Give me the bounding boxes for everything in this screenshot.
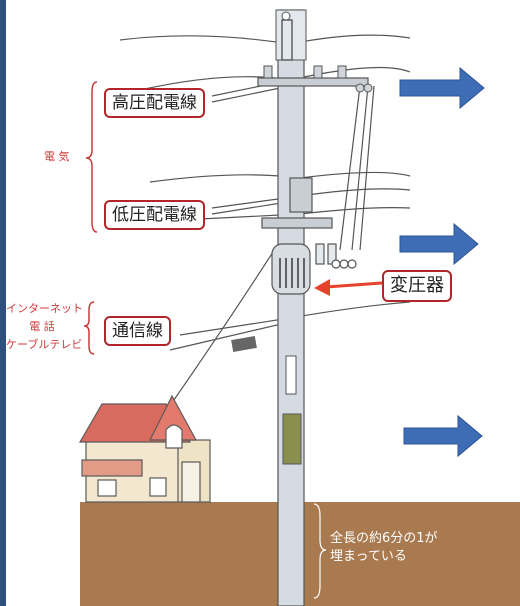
pole-plate	[285, 355, 297, 395]
transformer-pointer-head	[314, 279, 330, 296]
crossarm-high	[257, 77, 369, 87]
pole	[277, 9, 305, 606]
ground-note-line-2: 埋まっている	[330, 549, 407, 564]
left-border	[0, 0, 6, 606]
label-communication-line: 通信線	[104, 316, 171, 346]
pole-grip-band	[282, 413, 302, 465]
transformer-pointer-line	[325, 281, 383, 289]
pole-top-knob	[281, 11, 291, 21]
depth-bracket	[313, 503, 327, 599]
comm-terminal	[231, 336, 257, 352]
bracket-electricity	[85, 81, 98, 233]
insulators-high	[263, 65, 373, 93]
label-transformer: 変圧器	[382, 270, 452, 302]
label-low-voltage-line: 低圧配電線	[104, 200, 205, 230]
category-cable-tv: ケーブルテレビ	[6, 338, 83, 351]
house	[78, 394, 211, 503]
pole-top-cap	[275, 9, 307, 61]
transformer	[271, 243, 357, 295]
blue-arrows	[399, 66, 485, 458]
category-internet: インターネット	[6, 302, 83, 315]
bracket-comm	[83, 301, 95, 355]
category-phone: 電 話	[29, 320, 55, 333]
category-electricity: 電 気	[44, 150, 70, 163]
crossarm-low	[289, 177, 313, 213]
transformer-bracket	[261, 217, 333, 229]
ground-note-line-1: 全長の約6分の1が	[330, 531, 438, 546]
label-high-voltage-line: 高圧配電線	[104, 88, 205, 118]
overhead-wires	[119, 34, 411, 421]
